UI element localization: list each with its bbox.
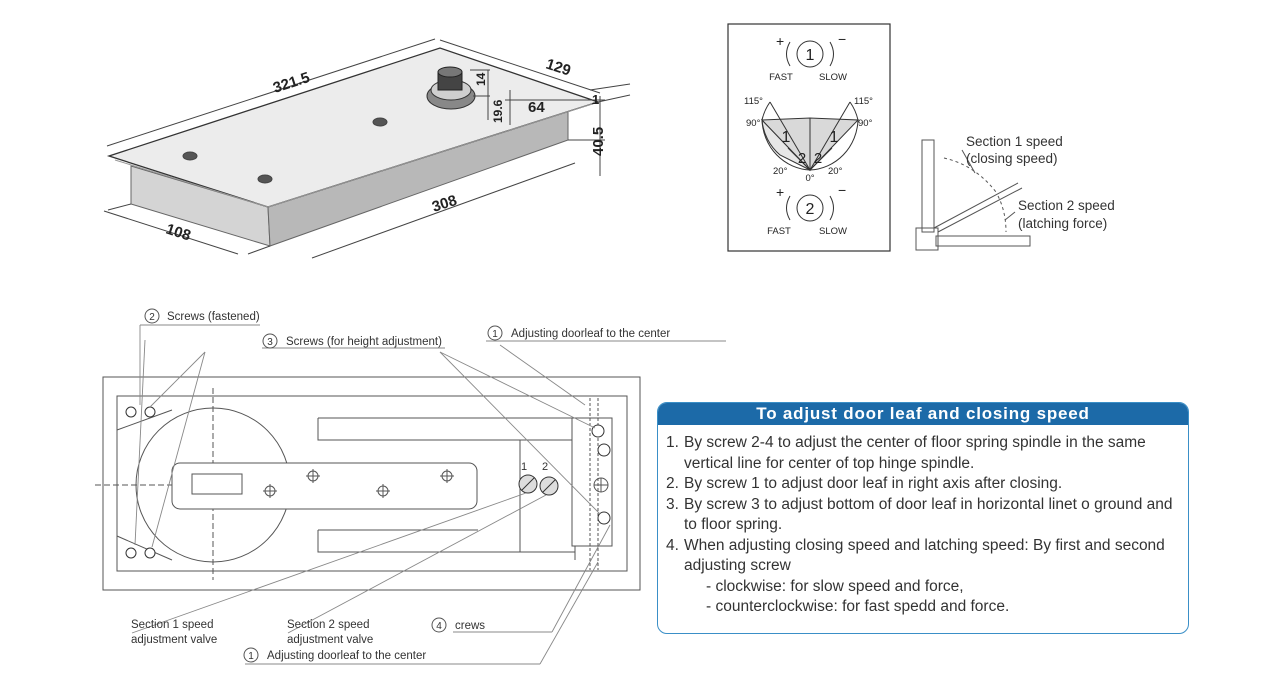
angle-115-right: 115° xyxy=(854,96,873,107)
adjust-block xyxy=(571,417,613,547)
dim-spindle-offset: 64 xyxy=(528,99,545,116)
door-leaf xyxy=(935,235,1031,247)
instruction-step: 4. When adjusting closing speed and latc… xyxy=(666,536,1178,577)
top-screw xyxy=(182,151,198,161)
instruction-step: 3. By screw 3 to adjust bottom of door l… xyxy=(666,495,1178,536)
plus-sign: + xyxy=(776,33,784,49)
angle-90-right: 90° xyxy=(858,118,873,129)
svg-text:1: 1 xyxy=(806,47,815,64)
dim-line-length xyxy=(106,38,436,147)
plus-sign: + xyxy=(776,184,784,200)
callout-1-num: 1 xyxy=(492,329,498,340)
angle-20-right: 20° xyxy=(828,166,843,177)
step-number: 3. xyxy=(666,495,679,513)
speed-diagram-box: 1 + − FAST SLOW 1 1 2 2 115° 115° 90° 90… xyxy=(727,23,891,252)
svg-text:1: 1 xyxy=(782,129,791,146)
section-labels: Section 1 speed (closing speed) Section … xyxy=(966,134,1115,231)
angle-20-left: 20° xyxy=(773,166,788,177)
isometric-view xyxy=(103,38,631,259)
fast-label: FAST xyxy=(767,226,791,237)
dim-plate-thickness: 1 xyxy=(592,92,599,107)
spindle-slot xyxy=(191,473,243,495)
dim-body-height: 40.5 xyxy=(590,127,607,156)
plan-view xyxy=(95,376,641,591)
angle-115-left: 115° xyxy=(744,96,763,107)
height-screw xyxy=(591,424,605,438)
valve-label-2: 2 xyxy=(542,461,548,473)
callout-4-text: crews xyxy=(455,620,485,632)
top-screw xyxy=(257,174,273,184)
callout-1-text: Adjusting doorleaf to the center xyxy=(511,328,670,340)
callout-4-num: 4 xyxy=(436,621,442,632)
door-frame xyxy=(921,139,935,233)
minus-sign: − xyxy=(838,182,846,198)
instructions-body: 1. By screw 2-4 to adjust the center of … xyxy=(658,425,1188,618)
bottom-channel xyxy=(317,530,575,553)
step-text: When adjusting closing speed and latchin… xyxy=(684,536,1165,575)
sub-item-counterclockwise: - counterclockwise: for fast spedd and f… xyxy=(706,598,1010,615)
valve1-label-line1: Section 1 speed xyxy=(131,619,213,631)
dim-width-top: 129 xyxy=(544,56,573,80)
sub-item-clockwise: - clockwise: for slow speed and force, xyxy=(706,577,964,595)
valve-label-1: 1 xyxy=(521,461,527,473)
fastening-screw xyxy=(125,547,137,559)
step-number: 4. xyxy=(666,536,679,554)
svg-text:1: 1 xyxy=(830,129,839,146)
callout-2-num: 2 xyxy=(149,312,155,323)
valve2-label-line2: adjustment valve xyxy=(287,634,373,646)
height-screw xyxy=(597,443,611,457)
arm xyxy=(171,462,478,510)
door-sections-sketch xyxy=(915,139,1031,251)
cover-plate xyxy=(102,376,641,591)
callout-3-text: Screws (for height adjustment) xyxy=(286,336,442,348)
slow-label: SLOW xyxy=(819,226,847,237)
instructions-panel: To adjust door leaf and closing speed 1.… xyxy=(657,402,1189,634)
svg-text:2: 2 xyxy=(806,201,815,218)
callout-labels: 2 Screws (fastened) 3 Screws (for height… xyxy=(131,308,670,663)
instruction-step: 2. By screw 1 to adjust door leaf in rig… xyxy=(666,474,1178,495)
valve1-label-line2: adjustment valve xyxy=(131,634,217,646)
section1-title: Section 1 speed xyxy=(966,134,1063,149)
dim-body-width: 108 xyxy=(164,221,193,245)
speed-dial-1 xyxy=(796,40,824,68)
instructions-title: To adjust door leaf and closing speed xyxy=(658,403,1188,425)
fast-label: FAST xyxy=(769,72,793,83)
top-screw xyxy=(372,117,388,127)
angle-90-left: 90° xyxy=(746,118,761,129)
fastening-screw xyxy=(144,547,156,559)
valve2-label-line1: Section 2 speed xyxy=(287,619,369,631)
dim-spindle-h2: 19.6 xyxy=(491,99,505,123)
callout-leaders xyxy=(131,324,726,665)
step-text: By screw 3 to adjust bottom of door leaf… xyxy=(684,495,1173,534)
section2-title: Section 2 speed xyxy=(1018,198,1115,213)
callout-2-text: Screws (fastened) xyxy=(167,311,260,323)
step-number: 1. xyxy=(666,434,679,451)
angle-0: 0° xyxy=(805,173,814,184)
top-channel xyxy=(317,418,575,441)
slow-label: SLOW xyxy=(819,72,847,83)
plan-view-screws xyxy=(125,406,611,559)
svg-text:2: 2 xyxy=(814,150,822,167)
fastening-screw xyxy=(125,406,137,418)
fastening-screw xyxy=(144,406,156,418)
height-screw xyxy=(597,511,611,525)
speed-dial-2 xyxy=(796,194,824,222)
svg-text:2: 2 xyxy=(798,150,806,167)
dim-body-length: 308 xyxy=(430,192,459,216)
callout-3-num: 3 xyxy=(267,337,273,348)
step-number: 2. xyxy=(666,475,679,492)
section1-sub: (closing speed) xyxy=(966,151,1058,166)
dim-spindle-h1: 14 xyxy=(474,72,488,86)
callout-1b-num: 1 xyxy=(248,651,254,662)
section2-sub: (latching force) xyxy=(1018,216,1107,231)
inner-housing xyxy=(116,395,628,572)
minus-sign: − xyxy=(838,31,846,47)
step-text: By screw 2-4 to adjust the center of flo… xyxy=(684,434,1146,472)
callout-1b-text: Adjusting doorleaf to the center xyxy=(267,650,426,662)
step-text: By screw 1 to adjust door leaf in right … xyxy=(684,475,1063,492)
instruction-step: 1. By screw 2-4 to adjust the center of … xyxy=(666,433,1178,474)
